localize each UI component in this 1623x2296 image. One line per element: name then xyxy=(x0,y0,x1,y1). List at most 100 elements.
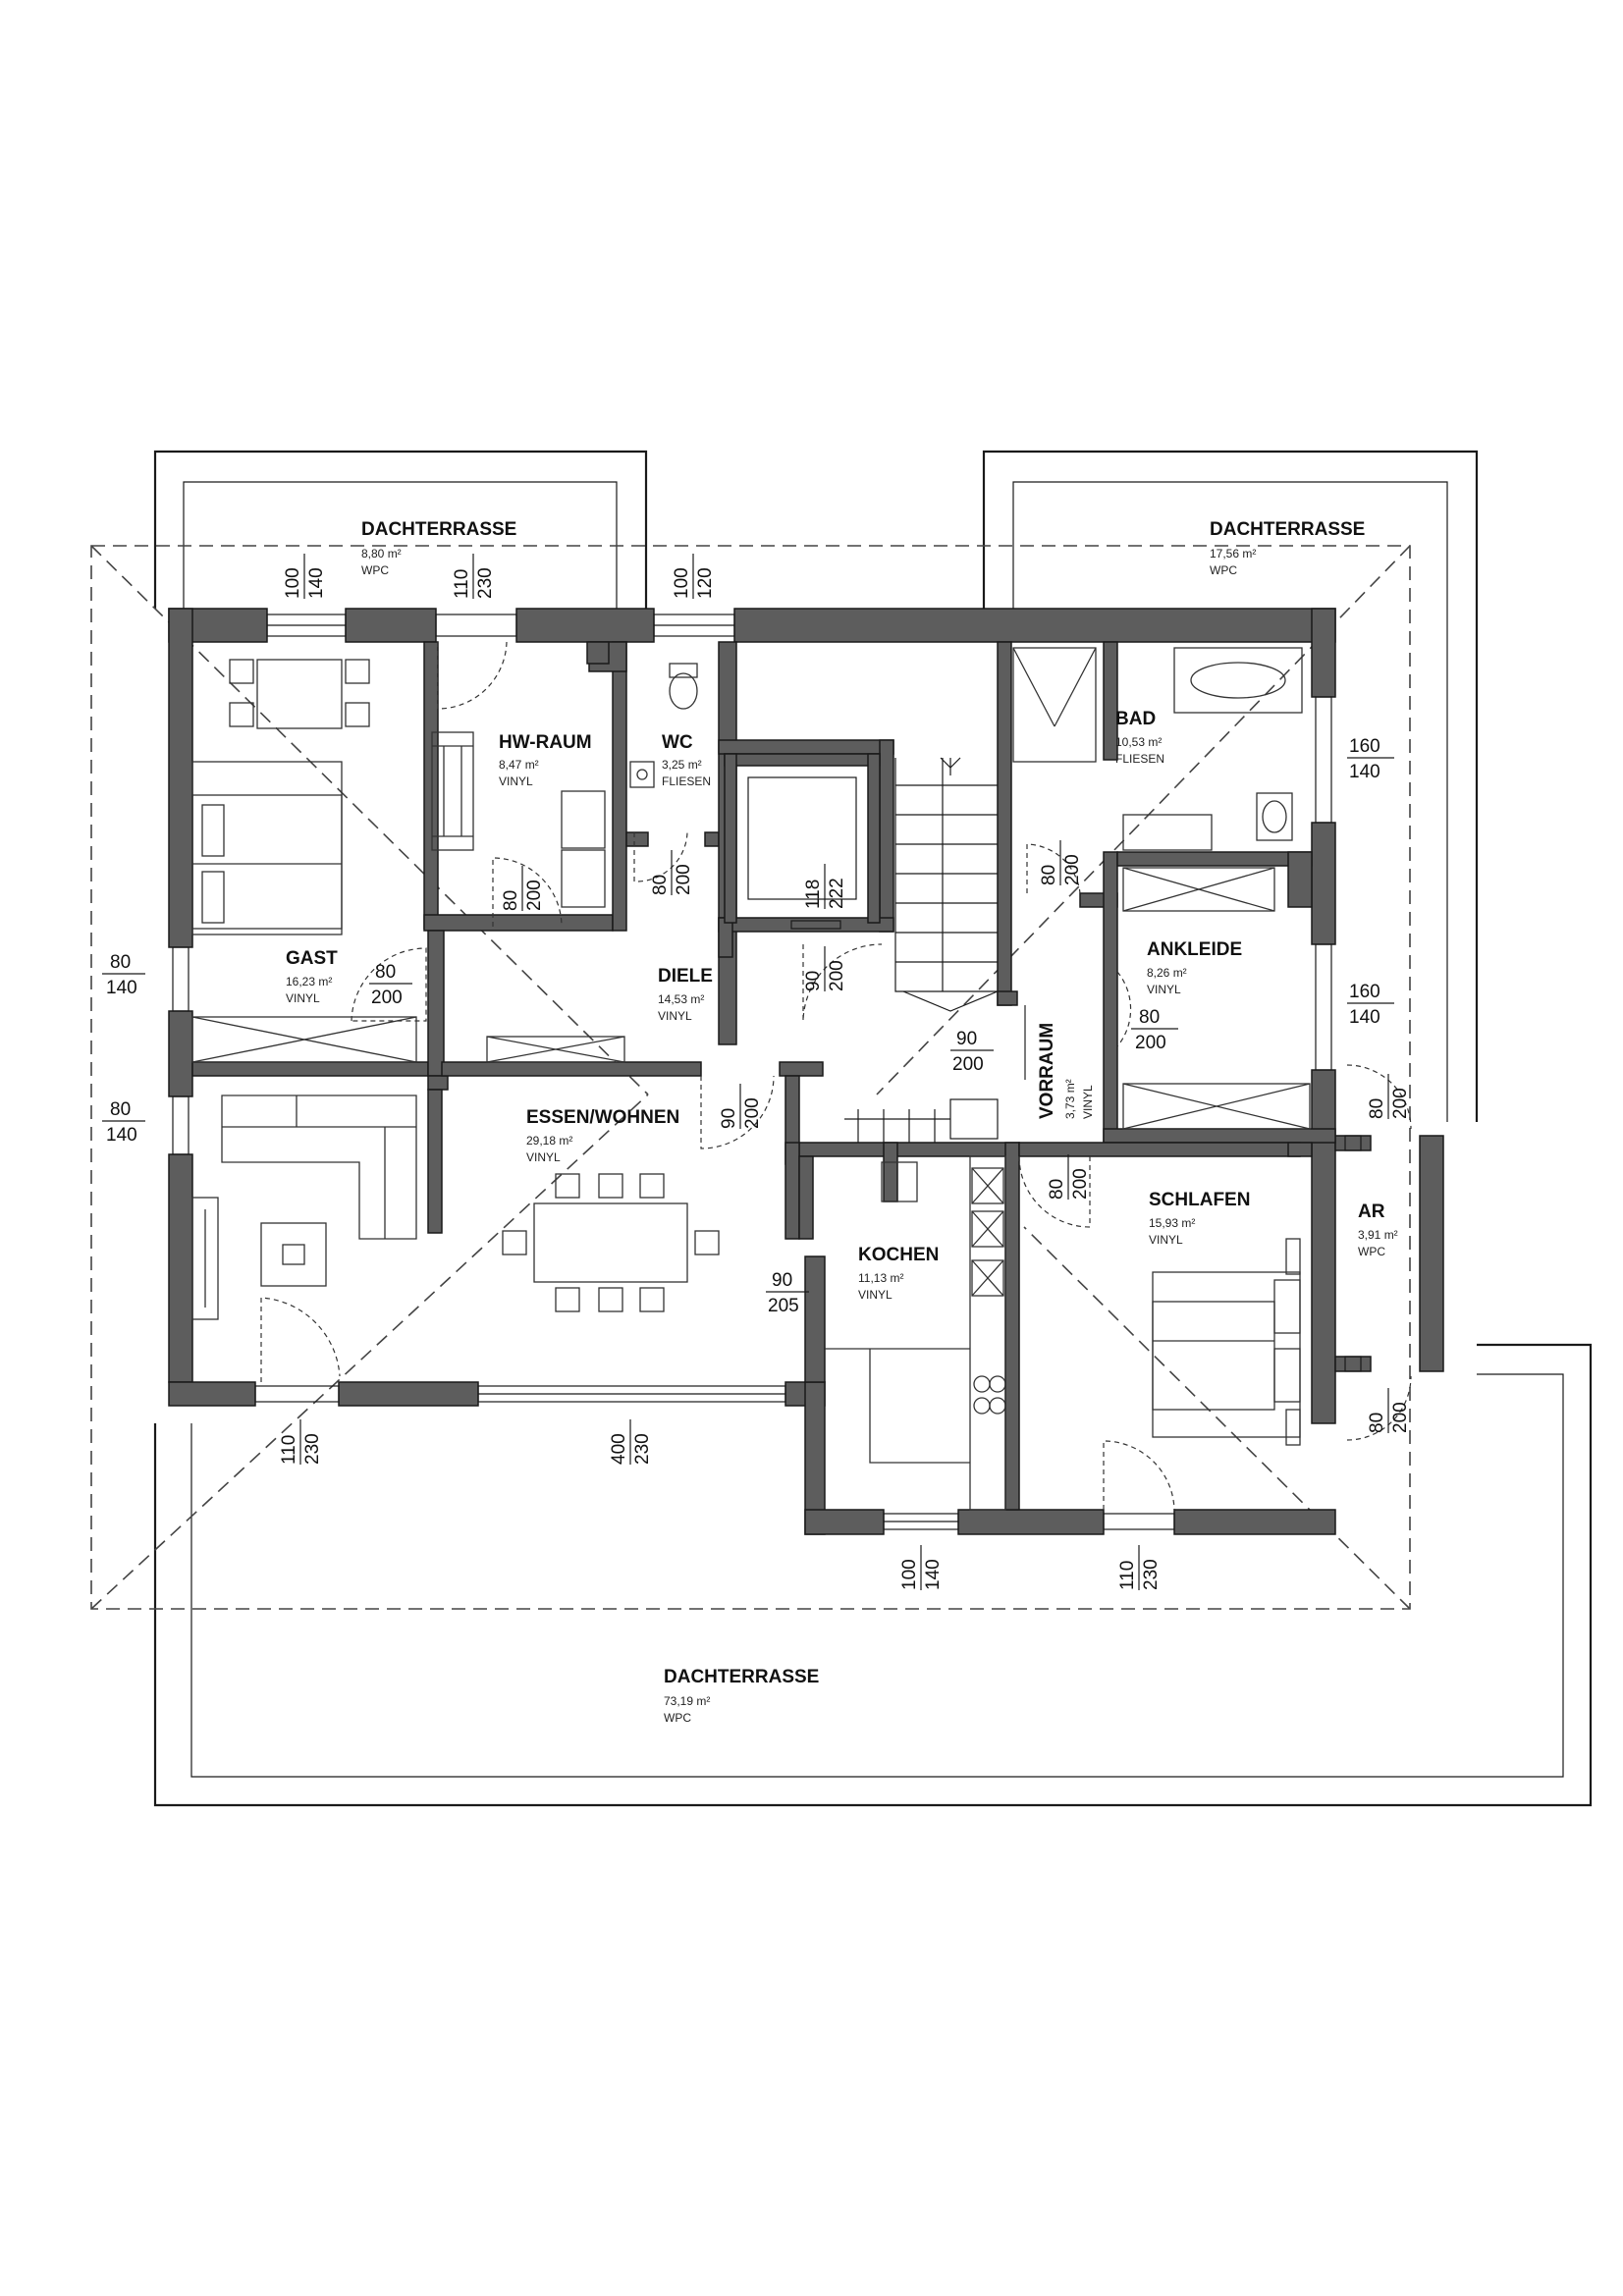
room-ar: AR 3,91 m² WPC xyxy=(1358,1201,1398,1258)
svg-text:DACHTERRASSE: DACHTERRASSE xyxy=(664,1667,819,1687)
svg-text:230: 230 xyxy=(475,567,496,599)
svg-text:HW-RAUM: HW-RAUM xyxy=(499,732,592,753)
dim-win-gast-top: 100 140 xyxy=(283,554,327,599)
svg-text:8,47 m²: 8,47 m² xyxy=(499,758,539,772)
svg-text:222: 222 xyxy=(827,878,847,909)
dim-door-schlafen-terrace: 110 230 xyxy=(1117,1545,1162,1590)
dim-door-ar-bottom: 80 200 xyxy=(1367,1388,1411,1433)
svg-text:DACHTERRASSE: DACHTERRASSE xyxy=(361,519,516,540)
svg-text:200: 200 xyxy=(1070,1168,1091,1200)
svg-text:230: 230 xyxy=(1141,1559,1162,1590)
svg-text:80: 80 xyxy=(501,890,521,911)
svg-text:140: 140 xyxy=(1349,762,1380,782)
svg-text:110: 110 xyxy=(1117,1561,1138,1590)
svg-text:ANKLEIDE: ANKLEIDE xyxy=(1147,939,1242,960)
svg-text:WPC: WPC xyxy=(1358,1245,1385,1258)
dim-door-gast: 80 200 xyxy=(369,962,412,1008)
svg-text:90: 90 xyxy=(772,1270,792,1291)
svg-text:80: 80 xyxy=(375,962,396,983)
svg-text:VINYL: VINYL xyxy=(1149,1233,1183,1247)
svg-text:VINYL: VINYL xyxy=(658,1009,692,1023)
room-hw-raum: HW-RAUM 8,47 m² VINYL xyxy=(499,732,592,788)
svg-text:200: 200 xyxy=(742,1097,763,1129)
svg-text:VINYL: VINYL xyxy=(286,991,320,1005)
dim-door-bad: 80 200 xyxy=(1039,840,1083,885)
svg-text:80: 80 xyxy=(1047,1179,1067,1200)
svg-text:140: 140 xyxy=(1349,1007,1380,1028)
svg-text:100: 100 xyxy=(283,567,303,599)
svg-text:80: 80 xyxy=(1139,1007,1160,1028)
room-wc: WC 3,25 m² FLIESEN xyxy=(662,732,711,788)
svg-text:200: 200 xyxy=(1390,1088,1411,1119)
svg-text:3,25 m²: 3,25 m² xyxy=(662,758,702,772)
svg-text:WPC: WPC xyxy=(664,1711,691,1725)
opening-dimensions: 100 140 110 230 100 120 80 200 80 200 11… xyxy=(102,554,1411,1590)
svg-text:10,53 m²: 10,53 m² xyxy=(1115,735,1162,749)
svg-text:VINYL: VINYL xyxy=(499,774,533,788)
svg-text:200: 200 xyxy=(1135,1033,1166,1053)
dim-win-ankleide-right: 160 140 xyxy=(1347,982,1394,1028)
svg-text:73,19 m²: 73,19 m² xyxy=(664,1694,710,1708)
svg-text:205: 205 xyxy=(768,1296,799,1316)
svg-text:200: 200 xyxy=(1390,1402,1411,1433)
dim-lift: 118 222 xyxy=(803,864,847,909)
room-ankleide: ANKLEIDE 8,26 m² VINYL xyxy=(1147,939,1242,996)
svg-text:90: 90 xyxy=(803,971,824,991)
svg-text:160: 160 xyxy=(1349,736,1380,757)
svg-text:120: 120 xyxy=(695,567,716,599)
svg-text:29,18 m²: 29,18 m² xyxy=(526,1134,572,1148)
svg-text:DACHTERRASSE: DACHTERRASSE xyxy=(1210,519,1365,540)
svg-text:8,80 m²: 8,80 m² xyxy=(361,547,402,561)
svg-text:200: 200 xyxy=(827,960,847,991)
svg-text:140: 140 xyxy=(106,1125,137,1146)
svg-text:3,91 m²: 3,91 m² xyxy=(1358,1228,1398,1242)
terrace-outlines xyxy=(153,450,1593,1807)
walls xyxy=(168,608,1444,1535)
svg-text:SCHLAFEN: SCHLAFEN xyxy=(1149,1190,1250,1210)
lift-cabin xyxy=(747,776,857,930)
svg-text:140: 140 xyxy=(306,567,327,599)
svg-text:VINYL: VINYL xyxy=(858,1288,893,1302)
svg-text:110: 110 xyxy=(279,1435,299,1465)
room-diele: DIELE 14,53 m² VINYL xyxy=(658,966,713,1023)
window-frames xyxy=(172,614,1362,1530)
room-gast: GAST 16,23 m² VINYL xyxy=(286,948,338,1005)
svg-text:118: 118 xyxy=(803,880,824,909)
svg-text:BAD: BAD xyxy=(1115,709,1156,729)
dim-win-bad-right: 160 140 xyxy=(1347,736,1394,782)
dim-door-stair: 90 200 xyxy=(803,946,847,991)
dim-door-ar-top: 80 200 xyxy=(1367,1074,1411,1119)
svg-text:230: 230 xyxy=(302,1433,323,1465)
stairs xyxy=(844,757,999,1143)
svg-text:80: 80 xyxy=(650,875,671,895)
svg-text:100: 100 xyxy=(899,1559,920,1590)
room-labels: DACHTERRASSE 8,80 m² WPC DACHTERRASSE 17… xyxy=(286,519,1398,1725)
dim-door-wc: 80 200 xyxy=(650,850,694,895)
svg-text:90: 90 xyxy=(719,1108,739,1129)
svg-text:200: 200 xyxy=(524,880,545,911)
room-terrace-right: DACHTERRASSE 17,56 m² WPC xyxy=(1210,519,1365,577)
room-bad: BAD 10,53 m² FLIESEN xyxy=(1115,709,1164,766)
svg-text:WPC: WPC xyxy=(361,563,389,577)
dim-door-kochen: 90 205 xyxy=(766,1270,809,1316)
svg-text:FLIESEN: FLIESEN xyxy=(662,774,711,788)
svg-text:VINYL: VINYL xyxy=(1147,983,1181,996)
svg-text:80: 80 xyxy=(110,1099,131,1120)
svg-text:230: 230 xyxy=(632,1433,653,1465)
svg-text:80: 80 xyxy=(1367,1098,1387,1119)
dim-door-ankleide: 80 200 xyxy=(1131,1007,1178,1053)
room-schlafen: SCHLAFEN 15,93 m² VINYL xyxy=(1149,1190,1250,1247)
dim-door-terrace-left: 110 230 xyxy=(452,554,496,599)
dim-win-wc-top: 100 120 xyxy=(672,554,716,599)
dim-win-wohnen-left: 80 140 xyxy=(102,1099,145,1146)
svg-text:200: 200 xyxy=(371,988,403,1008)
svg-text:160: 160 xyxy=(1349,982,1380,1002)
svg-text:110: 110 xyxy=(452,569,472,599)
svg-text:FLIESEN: FLIESEN xyxy=(1115,752,1164,766)
svg-text:200: 200 xyxy=(1062,854,1083,885)
svg-text:90: 90 xyxy=(956,1029,977,1049)
svg-text:ESSEN/WOHNEN: ESSEN/WOHNEN xyxy=(526,1107,679,1128)
svg-text:80: 80 xyxy=(110,952,131,973)
room-terrace-left: DACHTERRASSE 8,80 m² WPC xyxy=(361,519,516,577)
svg-text:11,13 m²: 11,13 m² xyxy=(858,1271,903,1285)
